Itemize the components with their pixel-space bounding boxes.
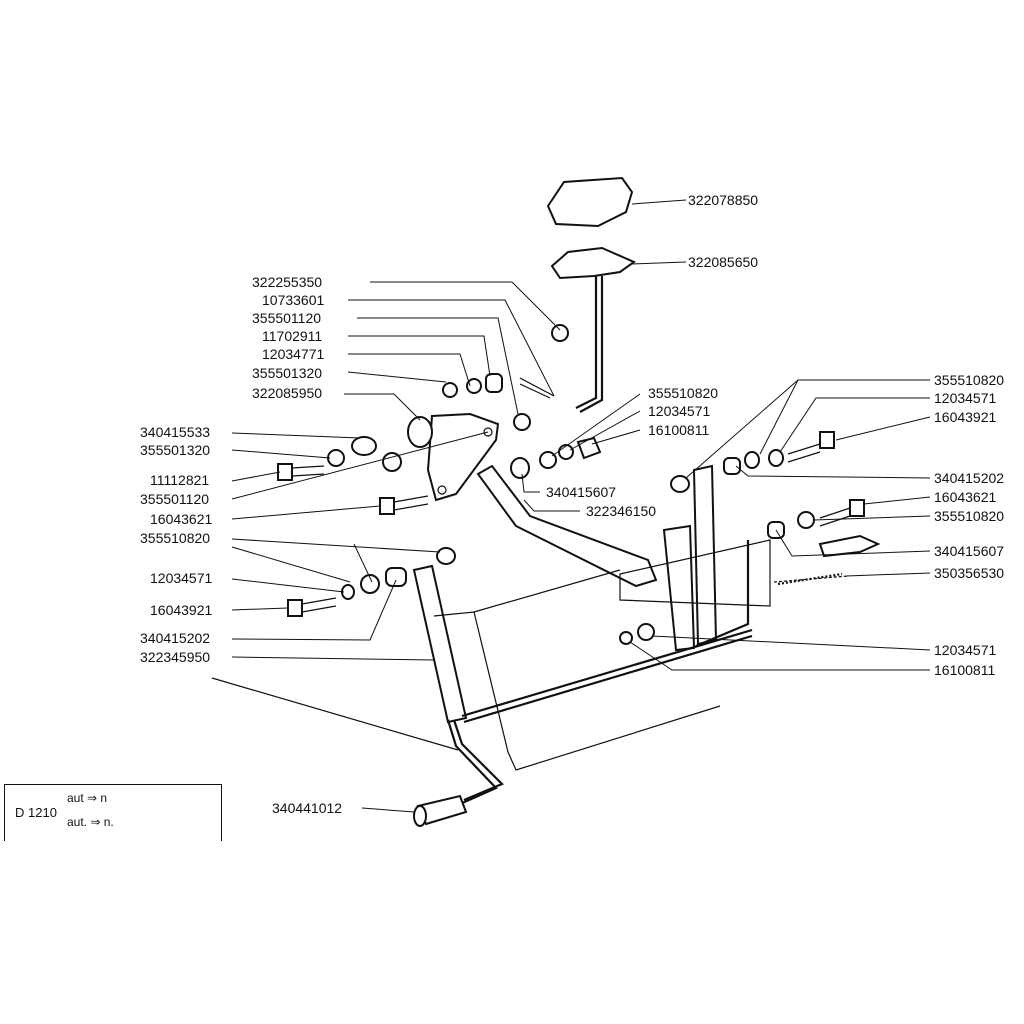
model-code: D 1210 bbox=[15, 805, 57, 820]
part-label: 355501120 bbox=[140, 491, 209, 507]
left-frame bbox=[412, 564, 753, 806]
nut-part bbox=[551, 324, 569, 342]
part-label: 12034571 bbox=[648, 403, 711, 419]
pedal-plate bbox=[550, 246, 637, 413]
model-note-2: aut. ⇒ n. bbox=[67, 815, 114, 829]
part-label: 16100811 bbox=[934, 662, 995, 678]
washers-center bbox=[341, 436, 655, 645]
part-label: 340415533 bbox=[140, 424, 210, 440]
part-label: 355501120 bbox=[252, 310, 321, 326]
right-frame bbox=[619, 464, 771, 652]
part-label: 12034571 bbox=[934, 642, 997, 658]
part-label: 16043621 bbox=[934, 489, 997, 505]
part-label: 11702911 bbox=[262, 328, 322, 344]
cotter-pin bbox=[519, 377, 555, 399]
part-label: 16100811 bbox=[648, 422, 709, 438]
part-label: 11112821 bbox=[150, 472, 209, 488]
part-label: 322346150 bbox=[586, 503, 656, 519]
part-label: 355510820 bbox=[934, 508, 1004, 524]
leader-lines bbox=[231, 199, 931, 813]
part-label: 340415202 bbox=[934, 470, 1004, 486]
part-label: 16043921 bbox=[150, 602, 213, 618]
part-label: 16043621 bbox=[150, 511, 213, 527]
part-label: 340415607 bbox=[934, 543, 1004, 559]
part-label: 340441012 bbox=[272, 800, 342, 816]
model-note-1: aut ⇒ n bbox=[67, 791, 108, 805]
part-label: 322078850 bbox=[688, 192, 758, 208]
part-label: 355501320 bbox=[252, 365, 322, 381]
part-label: 355510820 bbox=[648, 385, 718, 401]
part-label: 322255350 bbox=[252, 274, 322, 290]
bracket bbox=[407, 412, 500, 502]
housing-box bbox=[211, 569, 721, 771]
part-label: 340415607 bbox=[546, 484, 616, 500]
part-label: 322085650 bbox=[688, 254, 758, 270]
parts-right bbox=[670, 431, 881, 586]
model-info-box: D 1210 aut ⇒ n aut. ⇒ n. bbox=[4, 784, 222, 841]
pedal-pad-rubber bbox=[546, 176, 634, 228]
part-labels: 322078850 322085650 322255350 10733601 3… bbox=[140, 192, 1004, 816]
part-label: 12034571 bbox=[150, 570, 213, 586]
part-label: 355510820 bbox=[934, 372, 1004, 388]
pedal-lever bbox=[476, 464, 658, 588]
part-label: 322085950 bbox=[252, 385, 322, 401]
part-label: 340415202 bbox=[140, 630, 210, 646]
part-label: 350356530 bbox=[934, 565, 1004, 581]
washers-left bbox=[327, 373, 531, 472]
part-label: 322345950 bbox=[140, 649, 210, 665]
part-label: 355510820 bbox=[140, 530, 210, 546]
part-label: 12034571 bbox=[934, 390, 997, 406]
part-label: 16043921 bbox=[934, 409, 997, 425]
part-label: 355501320 bbox=[140, 442, 210, 458]
handle-knob bbox=[413, 794, 468, 827]
part-label: 10733601 bbox=[262, 292, 325, 308]
part-label: 12034771 bbox=[262, 346, 325, 362]
